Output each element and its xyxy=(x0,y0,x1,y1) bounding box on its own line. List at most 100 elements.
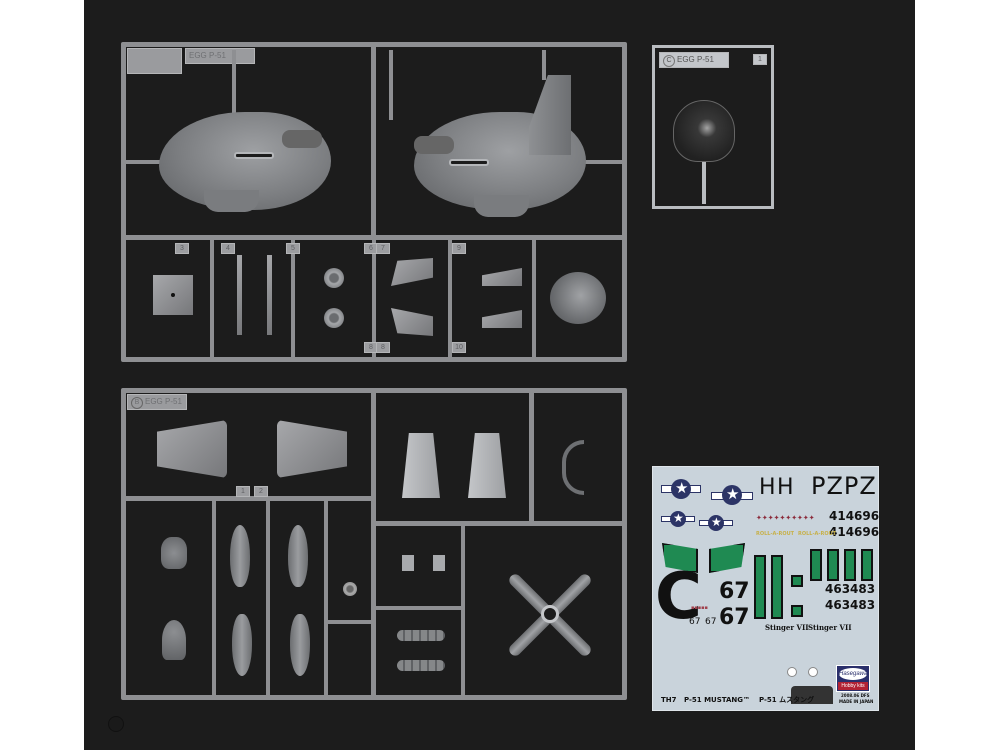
sprue-b-rail xyxy=(121,496,371,501)
part-exhaust-stack-upper xyxy=(397,630,445,641)
decal-nose-art-1: ROLL-A-ROUT xyxy=(756,531,795,537)
sprue-a-divider xyxy=(210,240,214,360)
decal-green-tab-1 xyxy=(810,549,822,581)
part-drop-tank-2 xyxy=(288,525,308,587)
ejector-mark xyxy=(108,716,124,732)
brand-date: 2008.06 DFS xyxy=(841,693,870,698)
sprue-a-label: EGG P-51 xyxy=(185,48,255,64)
part-number-tag: 9 xyxy=(452,243,466,254)
decal-number-67-small-2: 67 xyxy=(705,617,717,627)
propeller-hub xyxy=(541,605,559,623)
part-drop-tank-4 xyxy=(290,614,310,676)
fuselage-left-intake xyxy=(234,152,274,159)
part-drop-tank-1 xyxy=(230,525,250,587)
fuselage-right-intake xyxy=(449,159,489,166)
sprue-b-label-text: EGG P-51 xyxy=(145,397,182,406)
decal-serial-4: 463483 xyxy=(825,598,876,612)
part-exhaust-stack-lower xyxy=(397,660,445,671)
decal-green-square-2 xyxy=(791,605,803,617)
sprue-b-rail xyxy=(328,620,372,624)
decal-red-dots: ▪▪▪▪▪ xyxy=(691,605,708,611)
decal-green-stripe-1 xyxy=(754,555,766,619)
decal-green-tab-4 xyxy=(861,549,873,581)
sprue-a-divider xyxy=(372,240,376,360)
fuselage-left-tail-scoop xyxy=(204,190,259,212)
decal-number-67-large-1: 67 xyxy=(719,579,750,604)
part-drop-tank-3 xyxy=(232,614,252,676)
part-spinner-dome xyxy=(550,272,606,324)
decal-code-pzpz: PZPZ xyxy=(811,472,877,500)
sprue-a-gate xyxy=(584,160,624,164)
part-strut-left xyxy=(237,255,242,335)
part-gear-leg-2 xyxy=(433,555,445,571)
decal-name-stinger-1: Stinger VII xyxy=(765,623,809,632)
sprue-b-rail xyxy=(376,606,461,610)
part-number-tag: 3 xyxy=(175,243,189,254)
decal-number-67-large-2: 67 xyxy=(719,605,750,630)
part-number-tag: 5 xyxy=(286,243,300,254)
sprue-a-mid-rail xyxy=(121,235,627,240)
decal-nose-art-2: ROLL-A-ROUT xyxy=(798,531,837,537)
sprue-b-letter: B xyxy=(131,397,143,409)
decal-serial-1: 414696 xyxy=(829,509,880,523)
part-wheel-upper xyxy=(324,268,344,288)
part-number-tag: 4 xyxy=(221,243,235,254)
part-propeller xyxy=(494,565,604,665)
decal-sheet: ★ ★ ★ ★ H H PZPZ ✦✦✦✦✦✦✦✦✦✦ 414696 41469… xyxy=(652,466,879,711)
decal-instrument-panel xyxy=(791,686,833,704)
sprue-a-divider xyxy=(291,240,295,360)
decal-code-h-1: H xyxy=(759,475,776,500)
sprue-a-gate xyxy=(124,160,164,164)
us-star-insignia-large: ★ xyxy=(661,479,701,499)
hasegawa-logo: Hasegawa Hobby kits xyxy=(836,665,870,692)
sprue-c-letter: C xyxy=(663,55,675,67)
part-wheel-lower xyxy=(324,308,344,328)
decal-code-h-2: H xyxy=(777,475,794,500)
sprue-a-center-rail xyxy=(371,42,376,237)
part-wing-left xyxy=(402,433,440,498)
part-seat-plate-hole xyxy=(171,293,175,297)
part-number-tag: 1 xyxy=(753,54,767,65)
sprue-a-gate xyxy=(542,50,546,80)
fuselage-left-exhaust xyxy=(282,130,322,148)
decal-green-tab-2 xyxy=(827,549,839,581)
decal-green-square-1 xyxy=(791,575,803,587)
sprue-a-divider xyxy=(448,240,452,360)
decal-tire-1 xyxy=(787,667,797,677)
canopy-gate xyxy=(702,162,706,204)
decal-letter-c: C xyxy=(655,560,702,634)
part-number-tag: 7 xyxy=(376,243,390,254)
us-star-insignia-small: ★ xyxy=(699,515,733,531)
sprue-b-rail xyxy=(266,501,270,700)
part-number-tag: 10 xyxy=(452,342,466,353)
decal-name-stinger-2: Stinger VII xyxy=(808,623,852,632)
sprue-a-gate xyxy=(232,50,236,120)
decal-serial-2: 414696 xyxy=(829,525,880,539)
sprue-c-frame xyxy=(652,45,774,209)
fuselage-right-tail-scoop xyxy=(474,195,529,217)
part-wing-right xyxy=(468,433,506,498)
sprue-a-label-text: EGG P-51 xyxy=(189,51,226,60)
part-gear-leg-1 xyxy=(402,555,414,571)
fuselage-right-exhaust xyxy=(414,136,454,154)
decal-green-stripe-2 xyxy=(771,555,783,619)
decal-footer-code: TH7 xyxy=(661,696,677,704)
us-star-insignia-large: ★ xyxy=(711,485,753,507)
decal-green-panel-right xyxy=(709,543,745,573)
sprue-b-rail xyxy=(461,526,465,700)
sprue-b-rail xyxy=(324,501,328,700)
brand-made-in: MADE IN JAPAN xyxy=(839,699,874,704)
part-pilot-back xyxy=(161,537,187,569)
decal-footer-name-en: P-51 MUSTANG™ xyxy=(684,696,751,704)
decal-kill-marks: ✦✦✦✦✦✦✦✦✦✦ xyxy=(756,514,815,522)
part-strut-right xyxy=(267,255,272,335)
us-star-insignia-small: ★ xyxy=(661,511,695,527)
part-small-wheel xyxy=(343,582,357,596)
part-number-tag: 8 xyxy=(376,342,390,353)
decal-footer-name-jp: P-51 ムスタング xyxy=(759,696,815,704)
part-number-tag: 1 xyxy=(236,486,250,497)
sprue-a-divider xyxy=(532,240,536,360)
decal-number-67-small-1: 67 xyxy=(689,617,701,627)
